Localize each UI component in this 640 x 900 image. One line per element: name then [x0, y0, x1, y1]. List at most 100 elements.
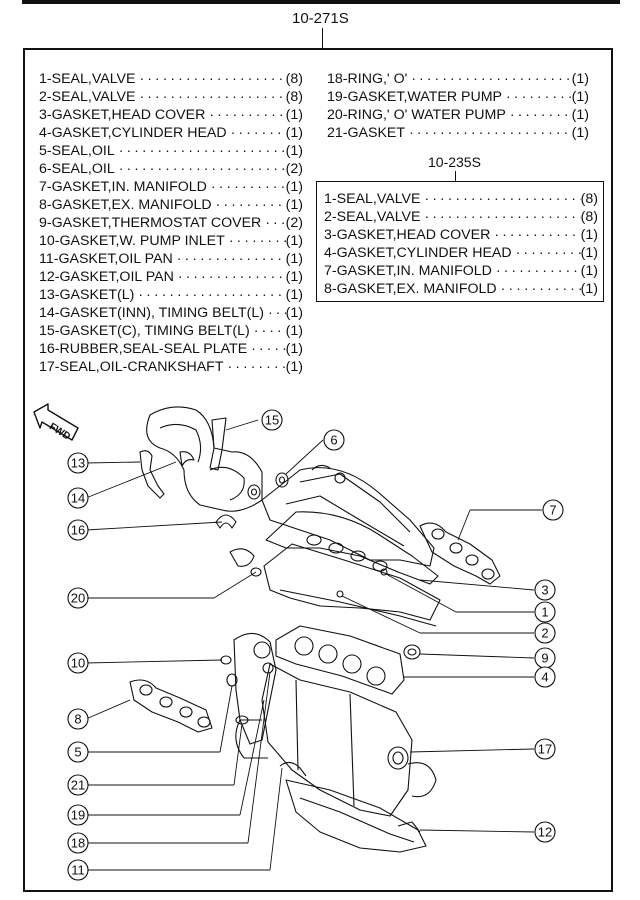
dot-leader: ········································	[411, 71, 571, 87]
callout-label: 20	[71, 591, 85, 606]
oil-seal-6a	[247, 484, 261, 500]
parts-list-row: 7-GASKET,IN. MANIFOLD···················…	[39, 178, 303, 196]
part-name: 8-GASKET,EX. MANIFOLD	[324, 281, 497, 297]
parts-list-row: 20-RING,' O' WATER PUMP·················…	[327, 106, 589, 124]
parts-list-row: 8-GASKET,EX. MANIFOLD···················…	[39, 196, 303, 214]
dot-leader: ········································	[494, 227, 580, 243]
fwd-label: FWD	[47, 421, 72, 442]
part-qty: (1)	[285, 197, 303, 213]
part-qty: (8)	[580, 209, 598, 225]
part-name: 5-SEAL,OIL	[39, 143, 115, 159]
part-qty: (1)	[285, 341, 303, 357]
part-name: 19-GASKET,WATER PUMP	[327, 89, 503, 105]
part-name: 17-SEAL,OIL-CRANKSHAFT	[39, 359, 224, 375]
part-name: 16-RUBBER,SEAL-SEAL PLATE	[39, 341, 248, 357]
parts-list-row: 16-RUBBER,SEAL-SEAL PLATE···············…	[39, 340, 303, 358]
cylinder-head-gasket	[275, 625, 405, 695]
dot-leader: ········································	[253, 323, 286, 339]
callout-label: 9	[541, 651, 548, 666]
parts-list-row: 15-GASKET(C), TIMING BELT(L)············…	[39, 322, 303, 340]
dot-leader: ········································	[139, 71, 286, 87]
head-cover	[261, 467, 435, 567]
callout-label: 4	[541, 670, 548, 685]
sub-kit-box	[316, 181, 604, 302]
part-qty: (1)	[571, 89, 589, 105]
part-name: 6-SEAL,OIL	[39, 161, 115, 177]
part-qty: (1)	[285, 287, 303, 303]
kit-code-leader	[322, 28, 323, 48]
callout-2: 2	[534, 622, 556, 644]
parts-list-row: 21-GASKET·······························…	[327, 124, 589, 142]
callout-4: 4	[534, 666, 556, 688]
dot-leader: ········································	[118, 161, 286, 177]
parts-list-row: 12-GASKET,OIL PAN·······················…	[39, 268, 303, 286]
part-name: 7-GASKET,IN. MANIFOLD	[324, 263, 492, 279]
callout-5: 5	[67, 741, 89, 763]
part-name: 3-GASKET,HEAD COVER	[324, 227, 491, 243]
callout-label: 1	[541, 605, 548, 620]
part-qty: (8)	[285, 89, 303, 105]
callout-label: 14	[71, 491, 85, 506]
callout-label: 12	[538, 825, 552, 840]
parts-list-sub-kit: 1-SEAL,VALVE····························…	[324, 190, 598, 298]
part-name: 2-SEAL,VALVE	[39, 89, 136, 105]
callout-label: 7	[549, 503, 556, 518]
dot-leader: ········································	[495, 263, 581, 279]
timing-belt-gasket-inn	[179, 451, 195, 467]
part-qty: (1)	[580, 263, 598, 279]
parts-list-row: 18-RING,' O'····························…	[327, 70, 589, 88]
part-qty: (2)	[285, 215, 303, 231]
parts-list-row: 8-GASKET,EX. MANIFOLD···················…	[324, 280, 598, 298]
dot-leader: ········································	[227, 359, 286, 375]
timing-belt-cover	[146, 406, 263, 512]
part-qty: (1)	[285, 359, 303, 375]
parts-list-row: 1-SEAL,VALVE····························…	[324, 190, 598, 208]
rubber-seal-plate	[215, 514, 237, 529]
callout-label: 11	[71, 863, 85, 878]
oil-pan-gasket-12	[397, 821, 421, 833]
callout-7: 7	[542, 499, 564, 521]
cylinder-block	[261, 663, 413, 817]
dot-leader: ········································	[424, 191, 580, 207]
callout-label: 3	[541, 583, 548, 598]
callout-12: 12	[534, 821, 556, 843]
parts-list-row: 2-SEAL,VALVE····························…	[39, 88, 303, 106]
dot-leader: ········································	[177, 269, 286, 285]
callout-14: 14	[67, 487, 89, 509]
callout-6: 6	[323, 429, 345, 451]
part-qty: (1)	[571, 71, 589, 87]
top-rule	[22, 0, 620, 4]
part-name: 10-GASKET,W. PUMP INLET	[39, 233, 225, 249]
parts-list-row: 17-SEAL,OIL-CRANKSHAFT··················…	[39, 358, 303, 376]
callout-label: 19	[71, 808, 85, 823]
callout-16: 16	[67, 519, 89, 541]
callout-label: 17	[538, 742, 552, 757]
gasket-l	[139, 450, 165, 499]
parts-list-row: 5-SEAL,OIL······························…	[39, 142, 303, 160]
callout-21: 21	[67, 774, 89, 796]
thermostat-cover-gasket	[403, 644, 421, 660]
dot-leader: ········································	[138, 287, 286, 303]
callout-label: 13	[71, 456, 85, 471]
callout-label: 8	[74, 712, 81, 727]
parts-list-row: 19-GASKET,WATER PUMP····················…	[327, 88, 589, 106]
callout-18: 18	[67, 832, 89, 854]
callout-17: 17	[534, 738, 556, 760]
part-qty: (1)	[571, 107, 589, 123]
kit-code: 10-271S	[292, 10, 349, 27]
dot-leader: ········································	[267, 305, 286, 321]
callout-8: 8	[67, 708, 89, 730]
parts-list-row: 4-GASKET,CYLINDER HEAD··················…	[39, 124, 303, 142]
water-pump-ring-18	[262, 662, 274, 674]
callout-1: 1	[534, 601, 556, 623]
parts-list-row: 10-GASKET,W. PUMP INLET·················…	[39, 232, 303, 250]
callout-15: 15	[261, 409, 283, 431]
parts-list-row: 3-GASKET,HEAD COVER·····················…	[324, 226, 598, 244]
part-name: 4-GASKET,CYLINDER HEAD	[39, 125, 227, 141]
parts-list-row: 1-SEAL,VALVE····························…	[39, 70, 303, 88]
part-qty: (1)	[285, 251, 303, 267]
cylinder-head	[263, 543, 441, 621]
dot-leader: ········································	[228, 233, 286, 249]
dot-leader: ········································	[265, 215, 285, 231]
dot-leader: ········································	[509, 107, 572, 123]
